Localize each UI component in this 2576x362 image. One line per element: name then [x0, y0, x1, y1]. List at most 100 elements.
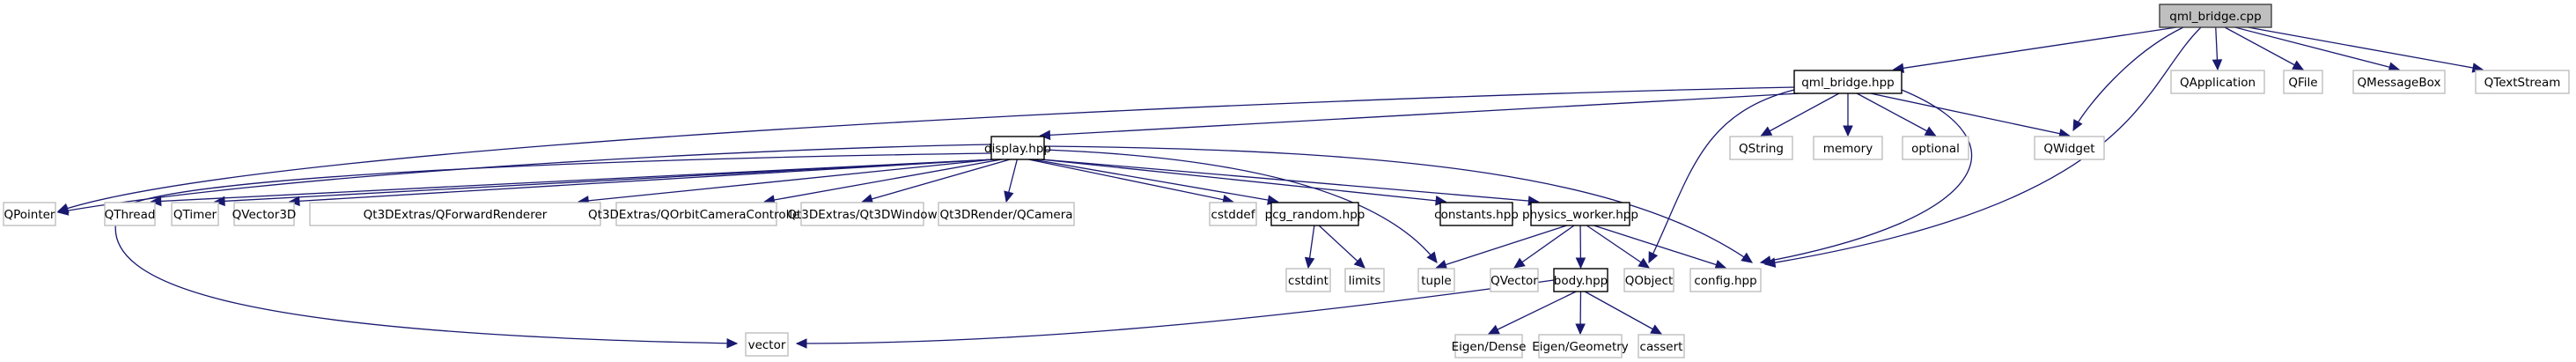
node-box	[1454, 334, 1523, 358]
node-qapplication: QApplication	[2170, 70, 2265, 94]
node-cstdint: cstdint	[1285, 268, 1331, 292]
node-qtextstream: QTextStream	[2475, 70, 2570, 94]
node-qt3dwindow: Qt3DExtras/Qt3DWindow	[787, 202, 938, 226]
node-qfile: QFile	[2283, 70, 2323, 94]
node-label: QMessageBox	[2358, 76, 2441, 90]
edge-qml-bridge-cpp-to-qtextstream	[2248, 26, 2484, 70]
node-label: tuple	[1421, 274, 1451, 288]
edge-qml-bridge-hpp-to-qwidget	[1870, 92, 2070, 137]
node-box	[2352, 70, 2446, 94]
arrowhead-icon	[1575, 323, 1586, 336]
arrowhead-icon	[213, 196, 225, 207]
node-label: Eigen/Geometry	[1532, 340, 1629, 354]
node-label: QVector	[1490, 274, 1538, 288]
node-qthread: QThread	[104, 202, 156, 226]
edge-pcg-random-hpp-to-limits	[1318, 225, 1365, 269]
edge-physics-worker-hpp-to-config-hpp	[1593, 225, 1726, 269]
arrowhead-icon	[1741, 252, 1753, 263]
node-qml-bridge-hpp[interactable]: qml_bridge.hpp	[1793, 70, 1903, 94]
node-cstddef: cstddef	[1209, 202, 1257, 226]
node-qml-bridge-cpp[interactable]: qml_bridge.cpp	[2159, 4, 2272, 28]
node-box	[800, 202, 924, 226]
node-label: cstddef	[1211, 208, 1256, 222]
edge-display-hpp-to-cstddef	[1028, 159, 1233, 203]
edge-qml-bridge-cpp-to-qmessagebox	[2234, 26, 2400, 70]
edge-qml-bridge-hpp-to-config-hpp	[1760, 89, 1972, 263]
node-box	[615, 202, 777, 226]
node-box	[1538, 334, 1623, 358]
node-label: constants.hpp	[1434, 208, 1519, 222]
node-label: limits	[1349, 274, 1381, 288]
edge-body-hpp-to-cassert	[1584, 291, 1662, 335]
edge-display-hpp-to-tuple	[1043, 149, 1438, 263]
arrowhead-icon	[56, 205, 70, 216]
node-box	[3, 202, 56, 226]
edge-body-hpp-to-eigendense	[1488, 291, 1577, 335]
node-qforwardrenderer: Qt3DExtras/QForwardRenderer	[309, 202, 601, 226]
node-label: cstdint	[1288, 274, 1328, 288]
node-qvector3d: QVector3D	[232, 202, 296, 226]
node-label: QApplication	[2180, 76, 2256, 90]
node-label: QWidget	[2043, 142, 2094, 156]
arrowhead-icon	[1843, 125, 1853, 137]
edge-display-hpp-to-qtimer	[214, 159, 995, 203]
arrowhead-icon	[1004, 190, 1014, 203]
node-qpointer: QPointer	[3, 202, 56, 226]
node-optional: optional	[1902, 136, 1969, 160]
node-box	[1417, 268, 1455, 292]
node-box	[990, 136, 1045, 160]
node-box	[1530, 202, 1630, 226]
node-label: QThread	[105, 208, 156, 222]
arrowhead-icon	[1575, 257, 1586, 270]
edge-qml-bridge-hpp-to-qstring	[1761, 92, 1840, 137]
edge-qml-bridge-hpp-to-qobject	[1648, 89, 1795, 263]
node-label: memory	[1823, 142, 1873, 156]
arrowhead-icon	[1638, 257, 1650, 269]
arrowhead-icon	[726, 338, 739, 349]
node-physics-worker-hpp[interactable]: physics_worker.hpp	[1522, 202, 1638, 226]
node-box	[938, 202, 1075, 226]
node-label: Qt3DExtras/Qt3DWindow	[787, 208, 937, 222]
nodes-layer: qml_bridge.cpp qml_bridge.hpp QApplication…	[3, 4, 2570, 358]
arrowhead-icon	[1039, 129, 1051, 141]
node-box	[2170, 70, 2265, 94]
node-body-hpp[interactable]: body.hpp	[1553, 268, 1608, 292]
node-box	[1623, 268, 1674, 292]
node-display-hpp[interactable]: display.hpp	[984, 136, 1051, 160]
edge-display-hpp-to-qt3dwindow	[862, 159, 1011, 203]
node-box	[1638, 334, 1685, 358]
node-constants-hpp[interactable]: constants.hpp	[1434, 202, 1519, 226]
node-label: QTextStream	[2484, 76, 2561, 90]
node-label: display.hpp	[984, 142, 1051, 156]
edge-display-hpp-to-qforwardrenderer	[578, 159, 995, 203]
arrowhead-icon	[795, 338, 807, 349]
node-box	[1553, 268, 1608, 292]
node-qstring: QString	[1729, 136, 1793, 160]
node-box	[2475, 70, 2570, 94]
node-label: cassert	[1640, 340, 1683, 354]
node-label: Qt3DRender/QCamera	[939, 208, 1072, 222]
node-box	[309, 202, 601, 226]
arrowhead-icon	[150, 196, 162, 207]
arrowhead-icon	[1648, 251, 1659, 264]
edge-body-hpp-to-vector	[796, 279, 1555, 344]
node-label: optional	[1911, 142, 1960, 156]
node-qvector: QVector	[1490, 268, 1539, 292]
arrowhead-icon	[1487, 324, 1500, 335]
edge-display-hpp-to-qorbitcameracontroller	[764, 159, 1002, 203]
node-box	[1344, 268, 1385, 292]
node-label: QFile	[2288, 76, 2317, 90]
node-qobject: QObject	[1623, 268, 1674, 292]
node-label: config.hpp	[1694, 274, 1756, 288]
arrowhead-icon	[1304, 256, 1315, 270]
arrowhead-icon	[1760, 126, 1773, 137]
node-pcg-random-hpp[interactable]: pcg_random.hpp	[1265, 202, 1365, 226]
node-eigendense: Eigen/Dense	[1452, 334, 1526, 358]
node-label: vector	[748, 338, 786, 352]
edge-physics-worker-hpp-to-qvector	[1513, 225, 1575, 269]
node-box	[745, 332, 789, 357]
arrowhead-icon	[1435, 259, 1448, 270]
node-config-hpp: config.hpp	[1689, 268, 1762, 292]
node-label: physics_worker.hpp	[1522, 208, 1638, 222]
